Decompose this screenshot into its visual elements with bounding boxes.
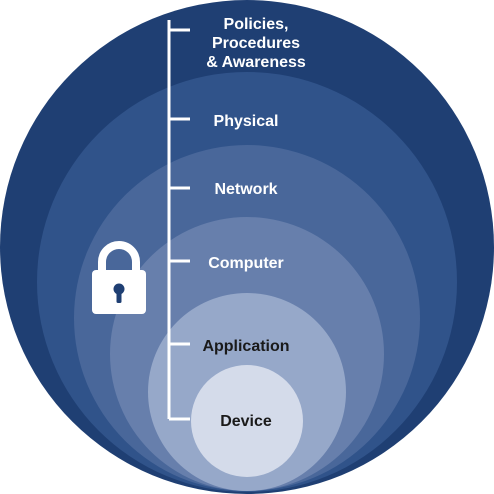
label-line: Device [220,413,272,430]
label-device: Device [220,413,272,430]
label-line: Computer [208,255,284,272]
ring-device [191,365,303,477]
label-network: Network [214,181,277,198]
label-application: Application [202,338,289,355]
label-line: Policies, [224,16,289,33]
label-line: & Awareness [206,54,306,71]
label-line: Application [202,338,289,355]
label-line: Physical [214,113,279,130]
label-line: Network [214,181,277,198]
bracket-ticks [169,28,190,421]
label-line: Procedures [212,35,300,52]
label-policies: Policies, Procedures & Awareness [206,16,306,71]
label-physical: Physical [214,113,279,130]
layer-labels: Policies, Procedures & AwarenessPhysicalNe… [202,16,305,430]
padlock-icon [92,241,146,314]
label-computer: Computer [208,255,284,272]
